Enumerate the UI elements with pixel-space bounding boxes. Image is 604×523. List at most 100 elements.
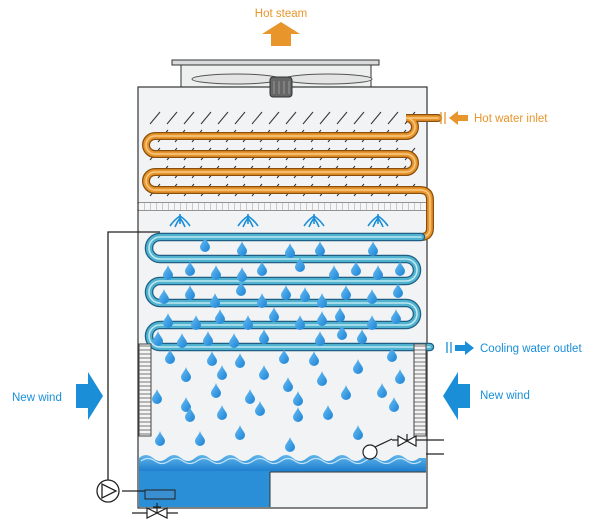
water-droplet: [152, 389, 162, 404]
water-droplet: [185, 285, 195, 300]
water-droplet: [300, 287, 310, 302]
water-droplet: [393, 283, 403, 298]
water-droplet: [341, 285, 351, 300]
arrow-right-icon: [455, 341, 474, 355]
water-droplet: [283, 377, 293, 392]
hot-water-coil: [142, 114, 442, 241]
arrow-left-icon: [449, 111, 468, 125]
water-droplet: [163, 265, 173, 280]
water-droplet: [285, 243, 295, 258]
eliminator-blade: [200, 111, 212, 125]
water-droplet: [211, 383, 221, 398]
water-droplet: [200, 237, 210, 252]
water-droplet: [259, 365, 269, 380]
water-droplet: [165, 349, 175, 364]
water-droplet: [341, 385, 351, 400]
water-droplet: [377, 383, 387, 398]
float-valve-icon: [362, 434, 444, 460]
water-droplet: [317, 311, 327, 326]
water-droplet: [255, 401, 265, 416]
water-droplet: [315, 241, 325, 256]
water-droplet: [237, 267, 247, 282]
eliminator-blade: [387, 111, 399, 125]
water-droplet: [185, 261, 195, 276]
new-wind-right-label: New wind: [480, 390, 530, 402]
motor-icon: [269, 76, 293, 98]
water-droplet: [257, 293, 267, 308]
sump-heater: [144, 489, 176, 500]
eliminator-blade: [183, 111, 195, 125]
water-droplet: [217, 405, 227, 420]
spray-nozzles: [169, 214, 389, 228]
spray-nozzle-icon: [237, 214, 259, 228]
water-droplet: [243, 315, 253, 330]
water-droplet: [237, 241, 247, 256]
hot-steam-label: Hot steam: [255, 8, 307, 20]
water-droplet: [373, 265, 383, 280]
air-inlet-louver-left: [138, 343, 152, 437]
eliminator-blade: [149, 111, 161, 125]
eliminator-blade: [302, 111, 314, 125]
eliminator-blade: [251, 111, 263, 125]
spray-nozzle-icon: [303, 214, 325, 228]
eliminator-blade: [234, 111, 246, 125]
water-droplet: [387, 347, 397, 362]
water-droplet: [285, 437, 295, 452]
water-droplet: [337, 325, 347, 340]
water-droplet: [353, 425, 363, 440]
arrow-left-icon: [443, 372, 470, 420]
water-droplet: [295, 315, 305, 330]
water-droplet: [391, 309, 401, 324]
water-droplet: [211, 265, 221, 280]
water-basin: [139, 455, 426, 507]
eliminator-blade: [166, 111, 178, 125]
eliminator-blade: [217, 111, 229, 125]
water-droplet: [163, 313, 173, 328]
eliminator-blade: [319, 111, 331, 125]
water-droplet: [293, 391, 303, 406]
eliminator-blade: [336, 111, 348, 125]
water-droplet: [309, 351, 319, 366]
water-droplet: [295, 257, 305, 272]
water-droplet: [335, 307, 345, 322]
water-droplet: [317, 371, 327, 386]
water-droplet: [395, 369, 405, 384]
water-droplet: [245, 389, 255, 404]
water-droplet: [281, 285, 291, 300]
spray-header: [139, 203, 426, 210]
eliminator-blade: [353, 111, 365, 125]
water-droplet: [153, 331, 163, 346]
spray-nozzle-icon: [169, 214, 191, 228]
water-droplet: [181, 367, 191, 382]
spray-nozzle-icon: [367, 214, 389, 228]
water-droplet: [210, 293, 220, 308]
water-droplet: [389, 397, 399, 412]
water-droplet: [195, 431, 205, 446]
water-droplet: [317, 293, 327, 308]
water-droplet: [259, 329, 269, 344]
air-inlet-louver-right: [413, 343, 427, 437]
water-droplet: [315, 331, 325, 346]
eliminator-blade: [370, 111, 382, 125]
water-droplet: [217, 365, 227, 380]
water-droplet: [269, 307, 279, 322]
water-droplet: [236, 281, 246, 296]
water-droplet: [257, 261, 267, 276]
hot-water-inlet-connector: [440, 112, 446, 124]
water-droplet: [177, 333, 187, 348]
eliminator-blade: [285, 111, 297, 125]
water-droplets: [152, 237, 405, 452]
water-droplet: [353, 359, 363, 374]
new-wind-left-label: New wind: [12, 392, 62, 404]
water-droplet: [235, 425, 245, 440]
fan-icon: [191, 73, 373, 85]
valve-icon: [132, 503, 178, 519]
water-droplet: [395, 261, 405, 276]
water-droplet: [351, 261, 361, 276]
water-droplet: [235, 353, 245, 368]
cooling-water-outlet-connector: [446, 342, 452, 353]
cooling-coil: [144, 232, 435, 352]
pump-icon: [96, 479, 120, 503]
water-droplet: [159, 289, 169, 304]
